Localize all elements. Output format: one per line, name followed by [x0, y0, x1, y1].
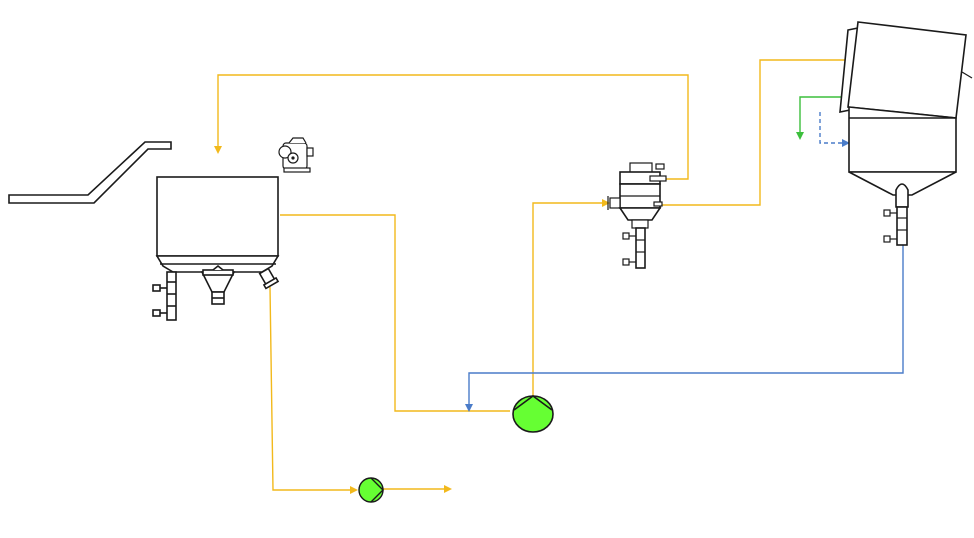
gearmotor-icon: [278, 137, 314, 173]
inclined-conveyor-icon: [8, 141, 172, 204]
process-line-to-outlet-pump: [269, 286, 358, 494]
process-line-pump-to-filter: [532, 199, 610, 398]
green-line: [796, 96, 848, 140]
filter-housing-icon: [607, 162, 667, 269]
tank-with-conical-bottom-icon: [152, 176, 280, 321]
flow-lines: [214, 59, 904, 494]
centrifugal-pump-icon[interactable]: [512, 395, 554, 433]
process-line-to-hopper: [660, 59, 850, 206]
tilted-hopper-icon: [839, 21, 973, 246]
return-line: [465, 245, 904, 412]
outlet-pump-icon[interactable]: [358, 477, 384, 503]
process-line-to-pump: [280, 214, 510, 412]
dashed-signal-line: [819, 112, 850, 147]
process-line-recycle: [214, 74, 689, 180]
